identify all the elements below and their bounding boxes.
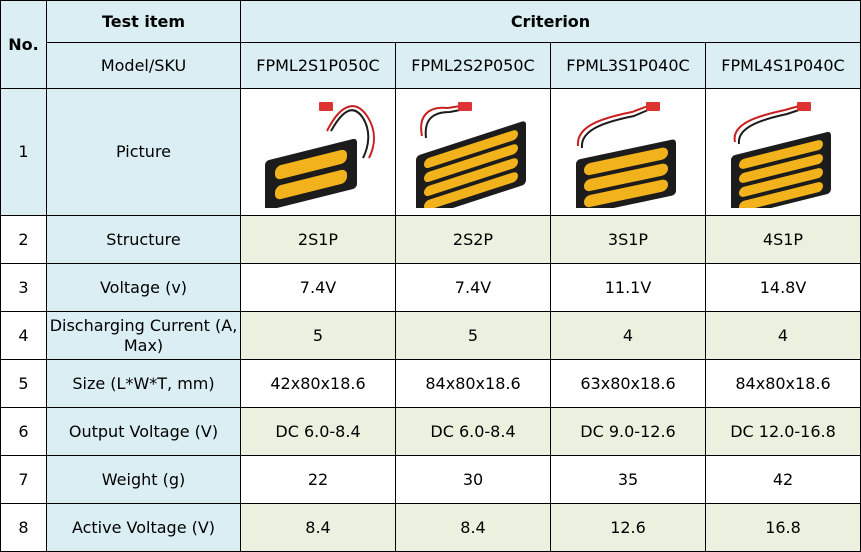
row-value: 2S2P <box>395 215 551 264</box>
model-row: Model/SKU FPML2S1P050C FPML2S2P050C FPML… <box>1 42 861 89</box>
row-value: 11.1V <box>550 263 706 312</box>
row-value: 5 <box>395 311 551 360</box>
row-value: 7.4V <box>395 263 551 312</box>
row-label: Output Voltage (V) <box>46 407 241 456</box>
picture-cell <box>240 88 396 216</box>
table-row: 7 Weight (g) 22 30 35 42 <box>0 455 861 504</box>
row-value: 42x80x18.6 <box>240 359 396 408</box>
row-value: 5 <box>240 311 396 360</box>
row-number: 5 <box>0 359 47 408</box>
row-value: 4 <box>550 311 706 360</box>
row-value: 4 <box>705 311 861 360</box>
criterion-header: Criterion <box>240 0 861 43</box>
picture-row: 1 Picture <box>0 88 861 216</box>
table-row: 5 Size (L*W*T, mm) 42x80x18.6 84x80x18.6… <box>0 359 861 408</box>
row-label: Weight (g) <box>46 455 241 504</box>
battery-holder-4-cell-icon <box>397 96 550 208</box>
row-value: DC 6.0-8.4 <box>240 407 396 456</box>
row-value: DC 12.0-16.8 <box>705 407 861 456</box>
row-value: 22 <box>240 455 396 504</box>
row-value: 14.8V <box>705 263 861 312</box>
row-label: Discharging Current (A, Max) <box>46 311 241 360</box>
row-label: Structure <box>46 215 241 264</box>
row-value: 63x80x18.6 <box>550 359 706 408</box>
row-value: 84x80x18.6 <box>395 359 551 408</box>
row-value: DC 6.0-8.4 <box>395 407 551 456</box>
header-row-1: No. Test item Criterion <box>0 0 861 89</box>
picture-cell <box>395 88 551 216</box>
row-number: 2 <box>0 215 47 264</box>
table-row: 4 Discharging Current (A, Max) 5 5 4 4 <box>0 311 861 360</box>
row-value: 4S1P <box>705 215 861 264</box>
model-label: Model/SKU <box>46 42 241 89</box>
row-label: Active Voltage (V) <box>46 503 241 552</box>
model-cell: FPML2S2P050C <box>395 42 551 89</box>
no-header: No. <box>0 0 47 89</box>
row-number: 7 <box>0 455 47 504</box>
row-value: 8.4 <box>395 503 551 552</box>
row-value: 12.6 <box>550 503 706 552</box>
battery-holder-3-cell-icon <box>552 96 705 208</box>
model-cell: FPML2S1P050C <box>240 42 396 89</box>
picture-cell <box>550 88 706 216</box>
test-item-header: Test item <box>46 0 241 43</box>
table-row: 2 Structure 2S1P 2S2P 3S1P 4S1P <box>0 215 861 264</box>
row-value: 16.8 <box>705 503 861 552</box>
table-row: 3 Voltage (v) 7.4V 7.4V 11.1V 14.8V <box>0 263 861 312</box>
model-cell: FPML3S1P040C <box>550 42 706 89</box>
model-cell: FPML4S1P040C <box>705 42 861 89</box>
row-value: 35 <box>550 455 706 504</box>
row-value: 3S1P <box>550 215 706 264</box>
picture-cell <box>705 88 861 216</box>
row-label: Voltage (v) <box>46 263 241 312</box>
row-value: 30 <box>395 455 551 504</box>
row-number: 8 <box>0 503 47 552</box>
row-label: Size (L*W*T, mm) <box>46 359 241 408</box>
row-value: 8.4 <box>240 503 396 552</box>
row-value: 42 <box>705 455 861 504</box>
row-value: DC 9.0-12.6 <box>550 407 706 456</box>
battery-holder-2-cell-icon <box>242 96 395 208</box>
row-value: 7.4V <box>240 263 396 312</box>
row-number: 3 <box>0 263 47 312</box>
row-number: 6 <box>0 407 47 456</box>
row-value: 84x80x18.6 <box>705 359 861 408</box>
battery-holder-4-cell-icon <box>707 96 860 208</box>
row-number: 4 <box>0 311 47 360</box>
table-row: 6 Output Voltage (V) DC 6.0-8.4 DC 6.0-8… <box>0 407 861 456</box>
table-row: 8 Active Voltage (V) 8.4 8.4 12.6 16.8 <box>0 503 861 552</box>
row-value: 2S1P <box>240 215 396 264</box>
picture-label: Picture <box>46 88 241 216</box>
row-number: 1 <box>0 88 47 216</box>
